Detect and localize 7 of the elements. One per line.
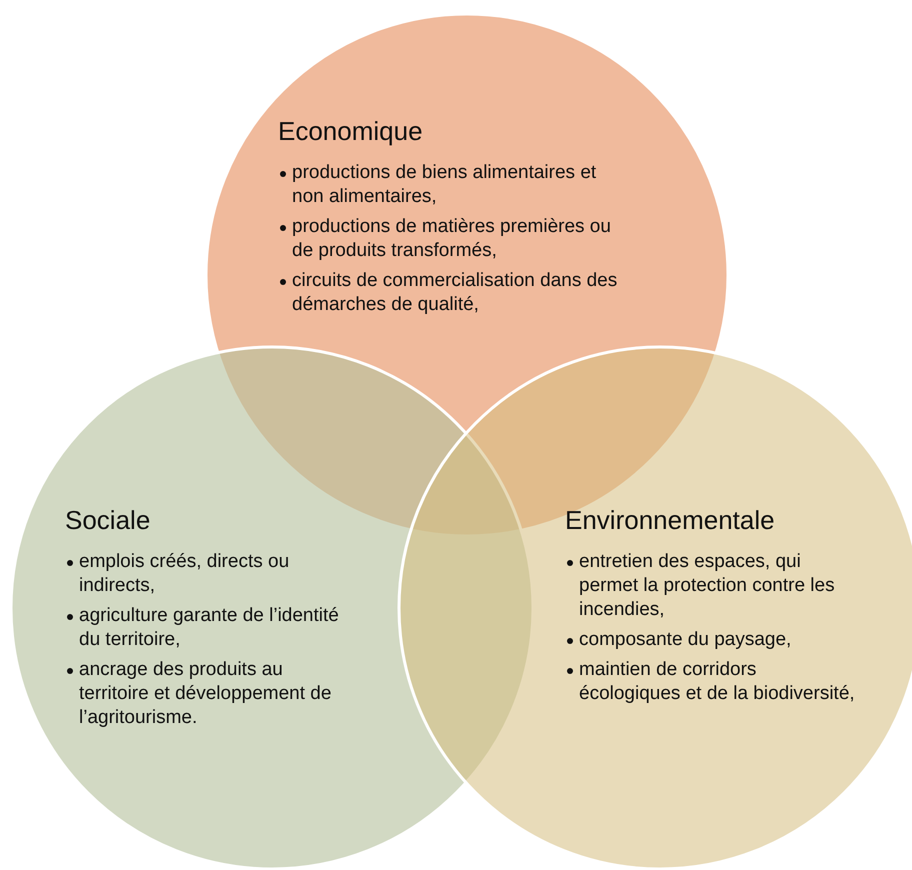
circle-heading: Economique xyxy=(278,116,423,147)
circle-heading: Environnementale xyxy=(565,505,775,536)
circle-heading: Sociale xyxy=(65,505,150,536)
bullet-item: circuits de commercialisation dans des démarches de qualité, xyxy=(292,269,633,317)
bullet-item: composante du paysage, xyxy=(579,628,855,652)
bullet-item: ancrage des produits au territoire et développement de l’agritourisme. xyxy=(79,658,355,730)
bullet-item: maintien de corridors écologiques et de la biodiversité, xyxy=(579,658,855,706)
